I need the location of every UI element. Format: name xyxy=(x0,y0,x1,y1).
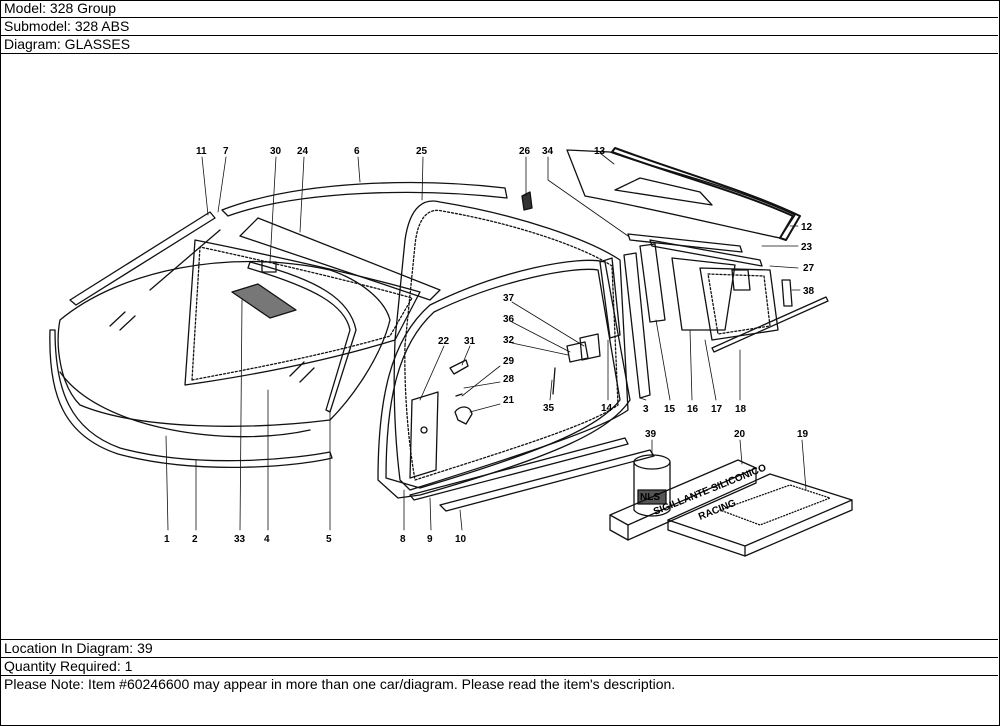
mirror xyxy=(231,283,297,319)
callout-1: 1 xyxy=(164,534,170,545)
callout-38: 38 xyxy=(803,286,815,297)
callout-5: 5 xyxy=(326,534,332,545)
callout-31: 31 xyxy=(464,336,476,347)
strip-18 xyxy=(711,296,829,353)
callout-9: 9 xyxy=(427,534,433,545)
vent-frame xyxy=(699,267,779,341)
door-frame xyxy=(393,200,629,491)
parts-diagram: NLS SIGILLANTE SILICONICO RACING 1 2 3 4… xyxy=(0,54,998,639)
sealant-kit-box xyxy=(667,473,853,557)
callout-39: 39 xyxy=(645,429,657,440)
trim-3 xyxy=(623,252,651,399)
callout-30: 30 xyxy=(270,146,282,157)
callout-17: 17 xyxy=(711,404,723,415)
callout-26: 26 xyxy=(519,146,531,157)
callout-11: 11 xyxy=(196,146,207,157)
quarter-glass xyxy=(566,149,796,239)
note-line: Please Note: Item #60246600 may appear i… xyxy=(4,676,676,692)
trim-23 xyxy=(649,239,763,267)
callout-25: 25 xyxy=(416,146,428,157)
callout-35: 35 xyxy=(543,403,555,414)
tube-label: NLS xyxy=(640,492,660,503)
callout-7: 7 xyxy=(223,146,229,157)
quantity-line: Quantity Required: 1 xyxy=(0,658,998,676)
callout-24: 24 xyxy=(297,146,309,157)
callout-2: 2 xyxy=(192,534,198,545)
callout-23: 23 xyxy=(801,242,813,253)
side-strip xyxy=(239,217,441,301)
callout-28: 28 xyxy=(503,374,515,385)
lower-strip xyxy=(439,449,655,512)
callout-6: 6 xyxy=(354,146,360,157)
rear-glass-frame xyxy=(184,239,421,386)
submodel-line: Submodel: 328 ABS xyxy=(0,18,998,36)
roof-seal xyxy=(221,181,508,217)
pillar-seal xyxy=(247,261,357,413)
callout-33: 33 xyxy=(234,534,246,545)
callout-10: 10 xyxy=(455,534,467,545)
callout-16: 16 xyxy=(687,404,699,415)
callout-20: 20 xyxy=(734,429,746,440)
callout-34: 34 xyxy=(542,146,554,157)
lower-moulding xyxy=(49,329,333,468)
callout-13: 13 xyxy=(594,146,606,157)
callout-18: 18 xyxy=(735,404,747,415)
callout-32: 32 xyxy=(503,335,515,346)
callout-14: 14 xyxy=(601,403,613,414)
callout-19: 19 xyxy=(797,429,809,440)
callout-8: 8 xyxy=(400,534,406,545)
trim-34 xyxy=(627,233,743,253)
diagram-line: Diagram: GLASSES xyxy=(0,36,998,54)
callout-21: 21 xyxy=(503,395,515,406)
upper-strip-left xyxy=(69,211,216,306)
bar-sublabel: RACING xyxy=(697,498,738,523)
vent-glass xyxy=(671,257,736,331)
callout-29: 29 xyxy=(503,356,515,367)
door-seal xyxy=(377,259,631,499)
door-plate xyxy=(409,391,439,479)
exploded-view-drawing: NLS SIGILLANTE SILICONICO RACING 1 2 3 4… xyxy=(49,146,853,557)
trim-14 xyxy=(599,257,621,339)
callout-27: 27 xyxy=(803,263,815,274)
callout-36: 36 xyxy=(503,314,515,325)
sill-strip xyxy=(409,437,629,501)
windshield xyxy=(57,260,391,427)
model-line: Model: 328 Group xyxy=(0,0,998,18)
callout-37: 37 xyxy=(503,293,515,304)
location-line: Location In Diagram: 39 xyxy=(0,639,998,658)
callout-15: 15 xyxy=(664,404,676,415)
callout-4: 4 xyxy=(264,534,270,545)
callout-12: 12 xyxy=(801,222,813,233)
strip-38 xyxy=(781,279,793,307)
callout-3: 3 xyxy=(643,404,649,415)
callout-22: 22 xyxy=(438,336,450,347)
trim-15 xyxy=(639,243,666,323)
